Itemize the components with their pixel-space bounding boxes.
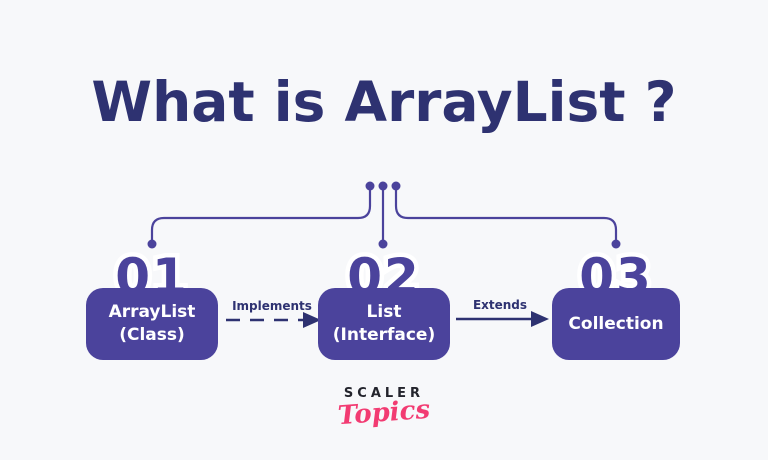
extends-arrowhead-icon	[531, 311, 549, 327]
scaler-topics-logo: SCALER Topics	[324, 386, 444, 431]
connector-right-branch	[394, 187, 618, 242]
top-dot-1	[365, 181, 375, 191]
node-list-interface: List (Interface)	[318, 288, 450, 360]
node3-dot	[611, 239, 621, 249]
node1-label-line2: (Class)	[119, 325, 185, 345]
top-dot-2	[378, 181, 388, 191]
node-arraylist-class: ArrayList (Class)	[86, 288, 218, 360]
node1-label-line1: ArrayList	[108, 302, 196, 323]
node2-label-line1: List	[366, 302, 402, 323]
top-dot-3	[391, 181, 401, 191]
extends-arrow	[456, 311, 549, 327]
node1-dot	[147, 239, 157, 249]
edge-label-implements: Implements	[232, 299, 312, 313]
node2-label-line2: (Interface)	[332, 325, 436, 345]
implements-arrow	[226, 312, 321, 328]
node3-label-line1: Collection	[568, 313, 664, 334]
connector-left-branch	[150, 187, 372, 242]
edge-label-extends: Extends	[472, 298, 528, 312]
bracket-connector	[150, 187, 618, 242]
implements-arrowhead-icon	[303, 312, 321, 328]
node-collection: Collection	[552, 288, 680, 360]
connector-dots	[147, 181, 621, 249]
node2-dot	[378, 239, 388, 249]
logo-brand-text: SCALER	[343, 386, 425, 401]
page-title: What is ArrayList ?	[91, 70, 677, 134]
